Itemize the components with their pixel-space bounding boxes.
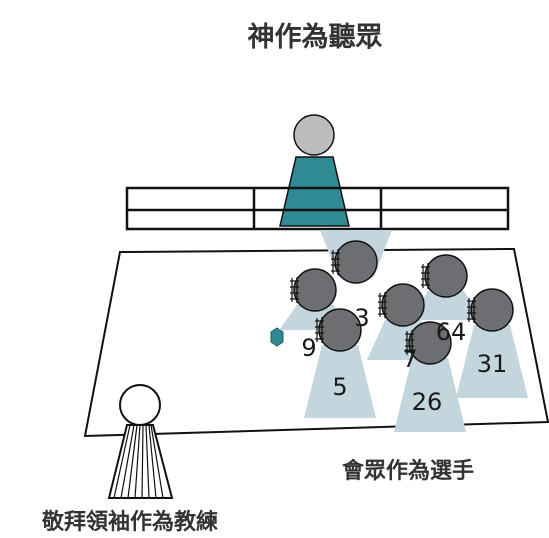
player-head-hatch xyxy=(405,330,414,356)
player-head xyxy=(381,283,425,327)
player-head xyxy=(408,321,452,365)
player-head xyxy=(470,288,514,332)
player-head-hatch xyxy=(467,297,476,323)
player-head xyxy=(424,254,468,298)
player-body xyxy=(456,325,528,398)
player-head xyxy=(318,308,362,352)
player-head xyxy=(293,268,337,312)
player-number: 26 xyxy=(412,388,443,416)
players-group: 3 64 31 9 7 5 26 xyxy=(279,230,528,432)
leader-stripes xyxy=(113,424,164,499)
god-head xyxy=(293,114,335,156)
player-number: 31 xyxy=(477,350,508,378)
player-head-hatch xyxy=(421,263,430,289)
player-number: 7 xyxy=(402,345,417,373)
god-body xyxy=(279,156,350,227)
player-number: 5 xyxy=(332,373,347,401)
congregation-label: 會眾作為選手 xyxy=(342,458,474,484)
player-number: 3 xyxy=(354,304,369,332)
player-head-hatch xyxy=(290,277,299,303)
player-body xyxy=(394,358,466,432)
player-head-hatch xyxy=(378,292,387,318)
player-number: 64 xyxy=(436,318,467,346)
player-number: 9 xyxy=(301,334,316,362)
player-body xyxy=(410,291,482,320)
player-head xyxy=(334,240,378,284)
player-head-hatch xyxy=(331,249,340,275)
railing xyxy=(125,186,510,231)
worship-leader-figure xyxy=(107,384,174,499)
player-head-hatch xyxy=(315,317,324,343)
diagram-title: 神作為聽眾 xyxy=(248,21,383,53)
hexagon-marker xyxy=(270,327,284,347)
leader-label: 敬拜領袖作為教練 xyxy=(41,509,218,535)
player-body xyxy=(304,345,376,418)
leader-head xyxy=(119,384,161,426)
